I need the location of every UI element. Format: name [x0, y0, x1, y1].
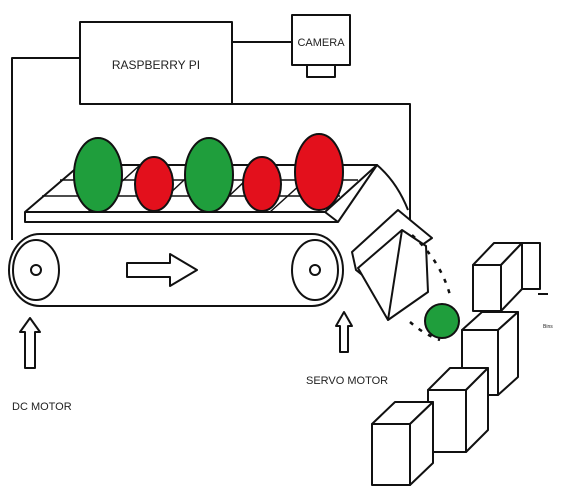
wire-pi-to-dc-motor — [11, 57, 80, 240]
dc-motor-pulley — [12, 239, 60, 301]
servo-motor-label: SERVO MOTOR — [306, 375, 388, 387]
camera-lens — [306, 64, 336, 78]
raspberry-pi-label: RASPBERRY PI — [112, 58, 200, 72]
arrow-up-icon — [19, 317, 41, 369]
wire-pi-to-servo — [232, 103, 411, 234]
conveyor-belt — [8, 164, 409, 307]
bin-front — [371, 423, 411, 486]
camera-body — [291, 14, 351, 66]
arrow-right-icon — [126, 253, 198, 287]
bin — [427, 367, 489, 453]
arrow-up-icon — [335, 311, 353, 353]
servo-pulley — [291, 239, 339, 301]
dc-motor-axle — [30, 264, 42, 276]
ball-red — [242, 156, 282, 212]
ball-red — [134, 156, 174, 212]
camera-label: CAMERA — [297, 37, 345, 49]
ball-green — [184, 137, 234, 213]
trajectory-dots — [411, 234, 452, 296]
trajectory-dots — [409, 321, 441, 342]
bin — [472, 242, 548, 312]
servo-flap — [351, 209, 433, 321]
trajectory — [409, 234, 452, 342]
raspberry-pi-rect — [79, 21, 233, 105]
flap-edge — [387, 229, 403, 321]
bins: Bins — [371, 242, 553, 486]
bin-side — [465, 367, 489, 453]
bin-extension — [522, 242, 541, 290]
raspberry-pi-box: RASPBERRY PI — [79, 21, 233, 105]
belt-curve — [337, 164, 409, 223]
bin-side — [497, 311, 519, 396]
bin — [371, 401, 434, 486]
balls-on-belt — [73, 133, 344, 213]
bins-small-label: Bins — [543, 324, 553, 330]
ball-red — [294, 133, 344, 211]
sorted-ball-green — [424, 303, 460, 339]
bin-front — [472, 264, 502, 312]
bin-side — [409, 401, 434, 486]
wires — [11, 41, 411, 240]
servo-pulley-axle — [309, 264, 321, 276]
camera: CAMERA — [291, 14, 351, 78]
belt-top-edge — [24, 211, 339, 223]
flap-front — [357, 229, 429, 321]
dc-motor-label: DC MOTOR — [12, 401, 72, 413]
ball-green — [73, 137, 123, 213]
